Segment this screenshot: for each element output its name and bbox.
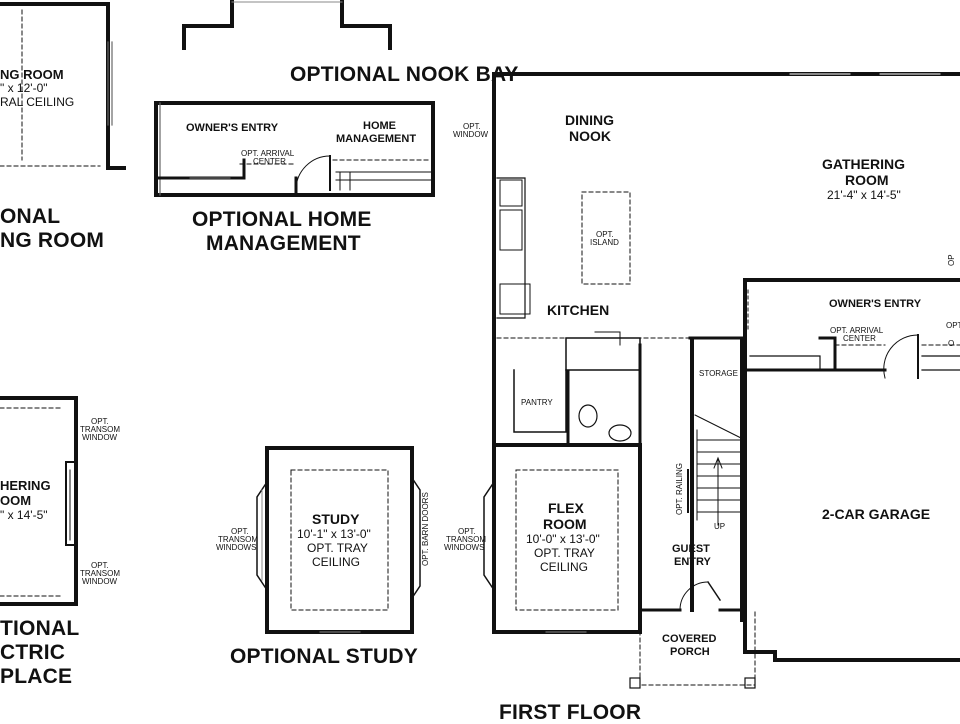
kitchen-name: KITCHEN: [547, 302, 610, 318]
edge-opt-label-2: OPT: [946, 321, 960, 330]
title-optional-home-1: OPTIONAL HOME: [192, 208, 372, 231]
flex-room-dim: 10'-0" x 13'-0": [526, 532, 600, 546]
study-barn-doors: OPT. BARN DOORS: [421, 492, 430, 566]
covered-porch-1: COVERED: [662, 633, 717, 645]
garage-arrival-2: CENTER: [843, 334, 876, 343]
left-dining-room-walls: [0, 2, 126, 170]
title-optional-home-2: MANAGEMENT: [206, 232, 361, 255]
stair-up-label: UP: [714, 522, 726, 531]
garage-arrival-1: OPT. ARRIVAL: [830, 326, 884, 335]
left-dining-room-ceiling: RAL CEILING: [0, 95, 75, 109]
title-optional-fireplace-1: TIONAL: [0, 617, 80, 640]
left-gathering-dim: " x 14'-5": [0, 508, 48, 522]
title-optional-fireplace-3: PLACE: [0, 665, 73, 688]
home-mgmt-home-label-1: HOME: [363, 120, 396, 132]
left-transom-bot-1: OPT.: [91, 561, 109, 570]
garage-owners-entry: OWNER'S ENTRY: [829, 298, 922, 310]
garage-name: 2-CAR GARAGE: [822, 506, 931, 522]
opt-window-1: OPT.: [463, 122, 481, 131]
title-optional-dining-room-1: ONAL: [0, 205, 61, 228]
study-transom-2: TRANSOM: [218, 535, 258, 544]
first-floor-walls: [483, 72, 960, 689]
pantry-label: PANTRY: [521, 398, 553, 407]
home-mgmt-arrival-1: OPT. ARRIVAL: [241, 149, 295, 158]
home-mgmt-owners-entry: OWNER'S ENTRY: [186, 122, 279, 134]
study-transom-3: WINDOWS: [216, 543, 257, 552]
dining-nook-name-2: NOOK: [569, 128, 611, 144]
home-mgmt-arrival-2: CENTER: [253, 157, 286, 166]
opt-island-2: ISLAND: [590, 238, 619, 247]
guest-entry-1: GUEST: [672, 543, 710, 555]
title-first-floor: FIRST FLOOR: [499, 701, 642, 724]
gathering-room-dim: 21'-4" x 14'-5": [827, 188, 901, 202]
nook-bay-walls: [182, 0, 392, 50]
study-transom-1: OPT.: [231, 527, 249, 536]
left-transom-top-1: OPT.: [91, 417, 109, 426]
gathering-room-name-1: GATHERING: [822, 156, 905, 172]
edge-opt-label-3: O: [948, 339, 955, 348]
opt-island-1: OPT.: [596, 230, 614, 239]
flex-room-ceiling-1: OPT. TRAY: [534, 546, 595, 560]
flex-transom-3: WINDOWS: [444, 543, 485, 552]
storage-label: STORAGE: [699, 369, 738, 378]
dining-nook-name-1: DINING: [565, 112, 614, 128]
left-transom-bot-2: TRANSOM: [80, 569, 120, 578]
left-dining-room-dim: " x 12'-0": [0, 81, 48, 95]
left-gathering-name-1: HERING: [0, 478, 51, 493]
study-dim: 10'-1" x 13'-0": [297, 527, 371, 541]
study-ceiling-1: OPT. TRAY: [307, 541, 368, 555]
left-gathering-name-2: OOM: [0, 493, 32, 508]
study-ceiling-2: CEILING: [312, 555, 361, 569]
title-optional-study: OPTIONAL STUDY: [230, 645, 418, 668]
gathering-room-name-2: ROOM: [845, 172, 889, 188]
opt-railing-label: OPT. RAILING: [675, 462, 684, 515]
left-transom-bot-3: WINDOW: [82, 577, 118, 586]
left-gathering-walls: [0, 396, 78, 606]
flex-transom-2: TRANSOM: [446, 535, 486, 544]
title-optional-nook-bay: OPTIONAL NOOK BAY: [290, 63, 519, 86]
flex-transom-1: OPT.: [458, 527, 476, 536]
study-walls: [256, 446, 421, 634]
home-management-walls: [154, 101, 435, 197]
guest-entry-2: ENTRY: [674, 556, 711, 568]
flex-room-name-2: ROOM: [543, 516, 587, 532]
title-optional-dining-room-2: NG ROOM: [0, 229, 105, 252]
edge-opt-label-1: OP: [947, 254, 956, 266]
flex-room-ceiling-2: CEILING: [540, 560, 589, 574]
left-transom-top-2: TRANSOM: [80, 425, 120, 434]
opt-window-2: WINDOW: [453, 130, 489, 139]
flex-room-name-1: FLEX: [548, 500, 584, 516]
title-optional-fireplace-2: CTRIC: [0, 641, 66, 664]
home-mgmt-home-label-2: MANAGEMENT: [336, 133, 417, 145]
left-dining-room-name: NG ROOM: [0, 67, 64, 82]
covered-porch-2: PORCH: [670, 646, 710, 658]
left-transom-top-3: WINDOW: [82, 433, 118, 442]
study-name: STUDY: [312, 511, 360, 527]
